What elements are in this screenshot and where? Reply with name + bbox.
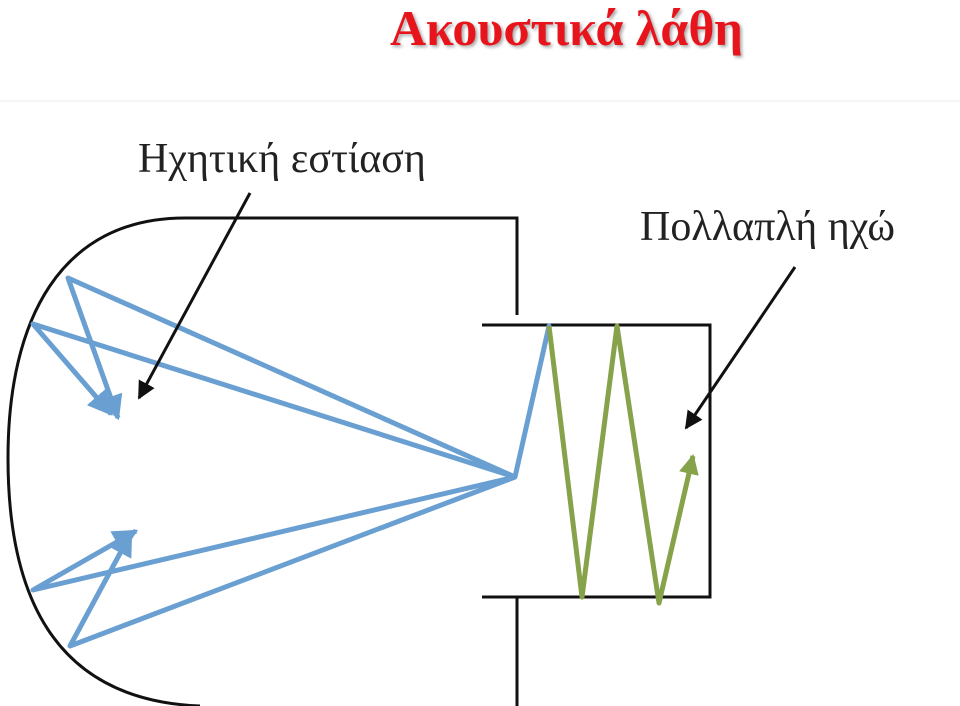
focus-ray-upper-1 (65, 275, 517, 480)
slide-title: Ακουστικά λάθη (390, 0, 743, 56)
echo-pointer-arrow (684, 266, 797, 430)
focus-pointer-arrow (137, 192, 252, 400)
echo-zigzag (546, 323, 699, 606)
title-divider (0, 100, 960, 103)
label-sound-focusing: Ηχητική εστίαση (138, 136, 426, 182)
stage-niche (482, 323, 712, 599)
focus-ray-upper-2 (30, 321, 516, 480)
focus-ray-lower-1 (30, 474, 516, 593)
hall-outline (6, 216, 519, 706)
focus-ray-to-niche (512, 323, 552, 480)
focus-ray-lower-2 (67, 474, 516, 649)
label-multiple-echo: Πολλαπλή ηχώ (640, 204, 895, 250)
